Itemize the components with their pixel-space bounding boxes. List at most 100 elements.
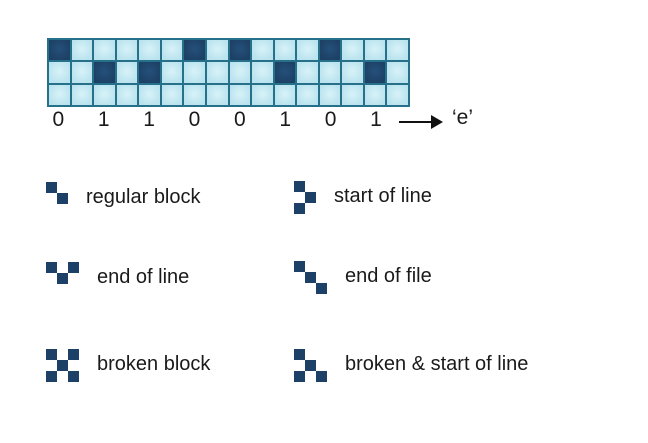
icon-cell <box>57 360 68 371</box>
grid-cell <box>319 84 341 105</box>
icon-cell <box>46 193 57 204</box>
grid-cell <box>71 40 93 61</box>
grid-cell <box>229 62 251 83</box>
icon-cell <box>294 261 305 272</box>
bit-value: 1 <box>97 108 110 131</box>
legend-label: start of line <box>334 185 432 207</box>
grid-cell <box>139 62 160 83</box>
grid-cell <box>297 62 318 83</box>
decoded-character-label: ‘e’ <box>452 106 474 129</box>
legend-label: end of file <box>345 265 432 287</box>
icon-cell <box>46 371 57 382</box>
start-of-line-icon <box>294 181 316 214</box>
right-arrow-icon <box>399 114 445 130</box>
grid-cell <box>252 40 273 61</box>
bit-slot: 1 <box>138 108 183 132</box>
icon-cell <box>316 272 327 283</box>
arrow-head <box>431 115 443 129</box>
grid-cell <box>274 62 296 83</box>
grid-cell <box>161 40 183 61</box>
icon-cell <box>305 371 316 382</box>
grid-cell <box>206 62 228 83</box>
arrow-line <box>399 121 433 123</box>
regular-block-icon <box>46 182 68 204</box>
bit-value: 0 <box>234 108 246 131</box>
legend-item-end-of-file: end of file <box>294 261 432 294</box>
grid-cell <box>94 62 115 83</box>
icon-cell <box>305 283 316 294</box>
icon-cell <box>294 371 305 382</box>
grid-cell <box>342 62 363 83</box>
icon-cell <box>316 283 327 294</box>
grid-cell <box>94 84 115 105</box>
icon-cell <box>294 272 305 283</box>
icon-cell <box>68 360 79 371</box>
grid-cell <box>184 62 205 83</box>
grid-cell <box>319 40 341 61</box>
icon-cell <box>316 261 327 272</box>
grid-cell <box>206 40 228 61</box>
grid-cell <box>364 84 386 105</box>
icon-cell <box>305 181 316 192</box>
icon-cell <box>294 349 305 360</box>
legend-item-broken-start-of-line: broken & start of line <box>294 349 528 382</box>
icon-cell <box>305 192 316 203</box>
icon-cell <box>57 273 68 284</box>
icon-cell <box>294 283 305 294</box>
icon-cell <box>305 349 316 360</box>
icon-cell <box>46 349 57 360</box>
bit-value: 0 <box>52 108 65 131</box>
icon-cell <box>305 203 316 214</box>
icon-cell <box>305 261 316 272</box>
grid-cell <box>387 40 408 61</box>
icon-cell <box>316 360 327 371</box>
grid-cell <box>71 84 93 105</box>
grid-cell <box>116 84 138 105</box>
grid-cell <box>184 40 205 61</box>
icon-cell <box>68 262 79 273</box>
grid-cell <box>387 62 408 83</box>
icon-cell <box>46 360 57 371</box>
icon-cell <box>68 273 79 284</box>
grid-cell <box>342 84 363 105</box>
icon-cell <box>57 182 68 193</box>
broken-block-icon <box>46 349 79 382</box>
icon-cell <box>57 349 68 360</box>
encoded-bit-grid <box>47 38 410 107</box>
legend-label: broken & start of line <box>345 353 529 375</box>
bit-slot: 1 <box>92 108 137 132</box>
grid-cell <box>206 84 228 105</box>
bit-slot: 1 <box>365 108 410 132</box>
grid-cell <box>94 40 115 61</box>
grid-cell <box>364 62 386 83</box>
broken-start-of-line-icon <box>294 349 327 382</box>
icon-cell <box>68 349 79 360</box>
grid-cell <box>297 84 318 105</box>
icon-cell <box>46 182 57 193</box>
icon-cell <box>294 181 305 192</box>
grid-cell <box>49 62 70 83</box>
bit-slot: 0 <box>319 108 364 132</box>
grid-cell <box>139 40 160 61</box>
grid-cell <box>274 40 296 61</box>
bit-value: 0 <box>324 108 337 131</box>
icon-cell <box>46 273 57 284</box>
legend-item-regular-block: regular block <box>46 182 201 208</box>
bit-value: 1 <box>370 108 382 131</box>
icon-cell <box>46 262 57 273</box>
grid-cell <box>116 62 138 83</box>
grid-cell <box>319 62 341 83</box>
grid-cell <box>139 84 160 105</box>
icon-cell <box>57 262 68 273</box>
legend-item-start-of-line: start of line <box>294 181 432 214</box>
icon-cell <box>294 192 305 203</box>
grid-cell <box>49 84 70 105</box>
legend-item-broken-block: broken block <box>46 349 210 382</box>
icon-cell <box>316 371 327 382</box>
grid-cell <box>229 84 251 105</box>
icon-cell <box>294 203 305 214</box>
grid-cell <box>297 40 318 61</box>
bit-slot: 0 <box>229 108 274 132</box>
